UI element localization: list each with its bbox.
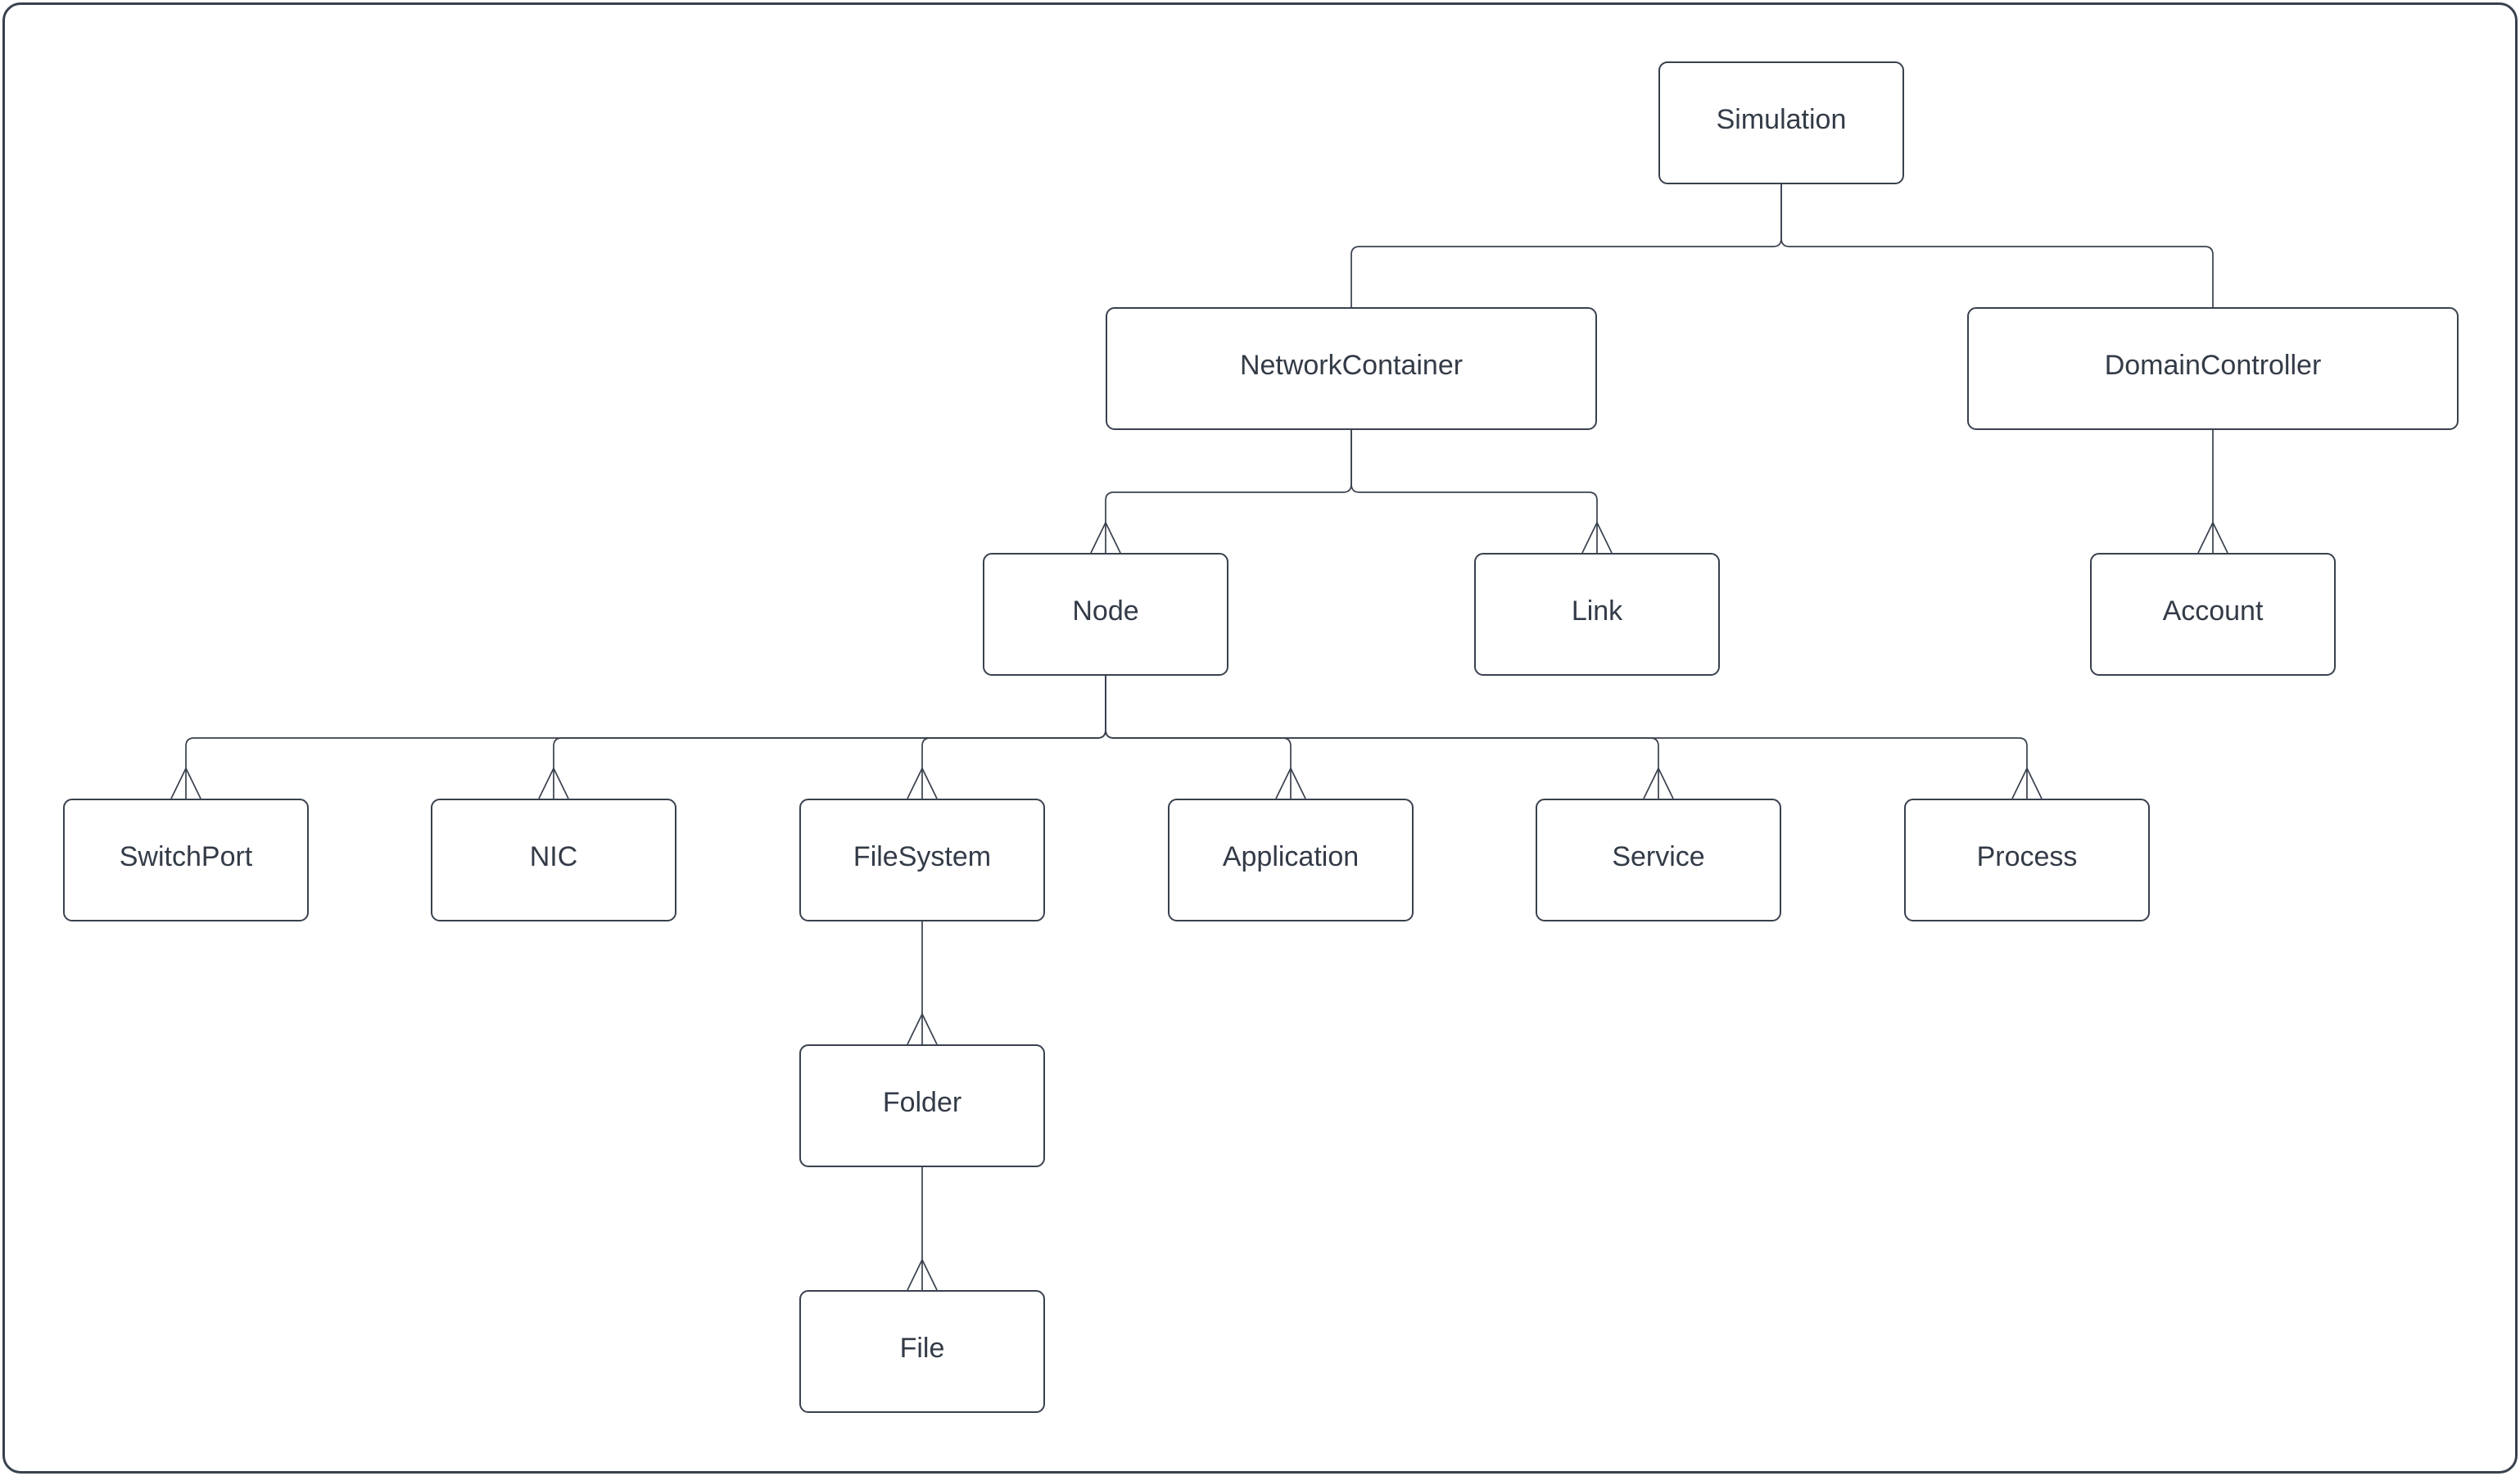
node-folder[interactable]: Folder — [799, 1044, 1045, 1167]
node-filesystem[interactable]: FileSystem — [799, 799, 1045, 921]
node-label: DomainController — [2104, 350, 2322, 381]
node-nic[interactable]: NIC — [431, 799, 676, 921]
node-account[interactable]: Account — [2090, 553, 2336, 676]
node-label: Folder — [882, 1087, 962, 1118]
node-label: Link — [1571, 595, 1623, 627]
node-label: Service — [1612, 841, 1705, 872]
node-label: Account — [2162, 595, 2264, 627]
node-label: NetworkContainer — [1239, 350, 1464, 381]
node-service[interactable]: Service — [1536, 799, 1781, 921]
node-label: SwitchPort — [119, 841, 253, 872]
node-label: FileSystem — [853, 841, 992, 872]
node-file[interactable]: File — [799, 1290, 1045, 1413]
node-domain-controller[interactable]: DomainController — [1967, 307, 2459, 430]
node-process[interactable]: Process — [1904, 799, 2150, 921]
node-label: File — [899, 1333, 945, 1364]
node-link[interactable]: Link — [1474, 553, 1720, 676]
node-label: Simulation — [1716, 104, 1847, 135]
node-label: Application — [1222, 841, 1360, 872]
node-node[interactable]: Node — [983, 553, 1228, 676]
node-network-container[interactable]: NetworkContainer — [1106, 307, 1597, 430]
node-simulation[interactable]: Simulation — [1658, 61, 1904, 184]
node-label: NIC — [529, 841, 578, 872]
node-application[interactable]: Application — [1168, 799, 1414, 921]
node-switchport[interactable]: SwitchPort — [63, 799, 309, 921]
node-label: Node — [1072, 595, 1139, 627]
node-label: Process — [1976, 841, 2078, 872]
